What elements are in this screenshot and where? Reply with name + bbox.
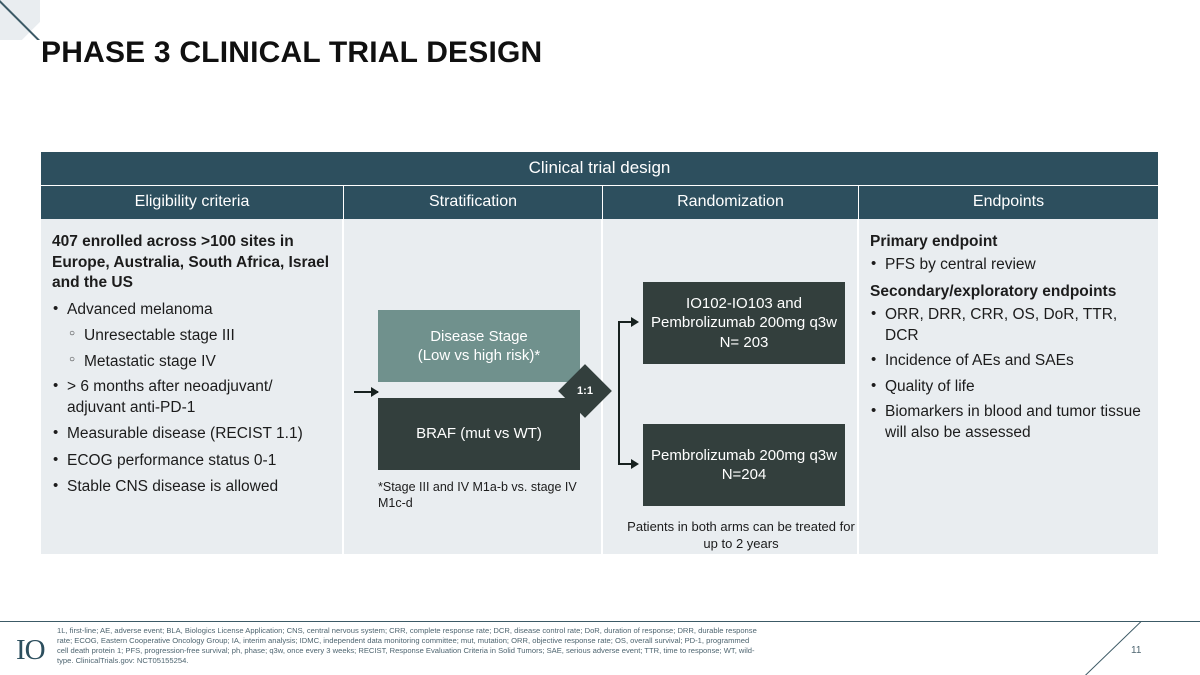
arm-2-sample-size: N=204	[721, 466, 767, 483]
column-header-endpoints: Endpoints	[972, 193, 1045, 210]
column-header-randomization: Randomization	[603, 186, 859, 219]
cell-stratification: Disease Stage (Low vs high risk)* BRAF (…	[344, 219, 612, 554]
list-item: Measurable disease (RECIST 1.1)	[51, 423, 332, 444]
list-item: Biomarkers in blood and tumor tissue wil…	[869, 401, 1148, 443]
connector-arrow-arm-1-icon	[618, 317, 639, 327]
arm-1-line2: Pembrolizumab 200mg q3w	[651, 314, 837, 332]
eligibility-list: Advanced melanoma Unresectable stage III…	[51, 299, 332, 498]
stratification-factor-braf: BRAF (mut vs WT)	[378, 398, 580, 470]
list-item: > 6 months after neoadjuvant/ adjuvant a…	[51, 376, 332, 418]
cell-eligibility-criteria: 407 enrolled across >100 sites in Europe…	[41, 219, 344, 554]
clinical-trial-design-table: Clinical trial design Eligibility criter…	[41, 152, 1158, 554]
randomization-ratio-label: 1:1	[577, 385, 593, 397]
table-body-row: 407 enrolled across >100 sites in Europe…	[41, 219, 1158, 554]
list-item: Unresectable stage III	[51, 326, 332, 346]
list-item: Quality of life	[869, 376, 1148, 398]
table-column-headers: Eligibility criteria Stratification Rand…	[41, 186, 1158, 219]
list-item: ORR, DRR, CRR, OS, DoR, TTR, DCR	[869, 304, 1148, 346]
list-item: Incidence of AEs and SAEs	[869, 350, 1148, 372]
list-item: Advanced melanoma	[51, 299, 332, 320]
stratification-factor-1-line1: Disease Stage	[430, 327, 528, 345]
eligibility-heading: 407 enrolled across >100 sites in Europe…	[52, 233, 330, 292]
abbreviations-footnote: 1L, first-line; AE, adverse event; BLA, …	[57, 626, 757, 666]
treatment-arm-1-box: IO102-IO103 and Pembrolizumab 200mg q3w …	[643, 282, 845, 364]
treatment-arm-2-box: Pembrolizumab 200mg q3w N=204	[643, 424, 845, 506]
page-title: PHASE 3 CLINICAL TRIAL DESIGN	[41, 36, 543, 69]
secondary-endpoint-list: ORR, DRR, CRR, OS, DoR, TTR, DCR Inciden…	[869, 304, 1148, 444]
primary-endpoint-heading: Primary endpoint	[870, 233, 998, 250]
io-logo: IO	[16, 634, 46, 666]
stratification-factor-disease-stage: Disease Stage (Low vs high risk)*	[378, 310, 580, 382]
stratification-footnote: *Stage III and IV M1a-b vs. stage IV M1c…	[378, 480, 577, 510]
arrow-into-stratification-icon	[354, 387, 379, 397]
stratification-factor-1-line2: (Low vs high risk)*	[417, 347, 541, 364]
list-item: Metastatic stage IV	[51, 352, 332, 372]
arm-2-line1: Pembrolizumab 200mg q3w	[651, 446, 837, 464]
primary-endpoint-list: PFS by central review	[869, 254, 1148, 276]
column-header-eligibility: Eligibility criteria	[41, 186, 344, 219]
corner-decoration	[0, 0, 40, 40]
secondary-endpoint-heading: Secondary/exploratory endpoints	[870, 282, 1117, 300]
cell-randomization: IO102-IO103 and Pembrolizumab 200mg q3w …	[603, 219, 859, 554]
list-item: PFS by central review	[869, 254, 1148, 276]
randomization-footnote: Patients in both arms can be treated for…	[627, 519, 855, 551]
column-header-stratification: Stratification	[344, 186, 603, 219]
footer-divider	[0, 621, 1200, 623]
arm-1-line1: IO102-IO103 and	[686, 295, 802, 313]
connector-arrow-arm-2-icon	[618, 459, 639, 469]
table-title: Clinical trial design	[41, 152, 1158, 186]
connector-vertical-line	[618, 321, 620, 465]
cell-endpoints: Primary endpoint PFS by central review S…	[859, 219, 1158, 554]
arm-1-sample-size: N= 203	[719, 333, 769, 351]
page-number: 11	[1131, 645, 1142, 656]
list-item: Stable CNS disease is allowed	[51, 476, 332, 497]
list-item: ECOG performance status 0-1	[51, 450, 332, 471]
